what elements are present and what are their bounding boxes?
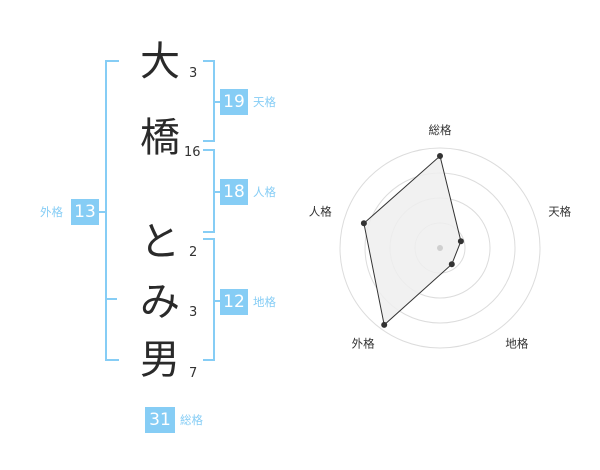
chikaku-value: 12 bbox=[220, 289, 248, 315]
name-char-4: み bbox=[140, 279, 180, 325]
chikaku-label: 地格 bbox=[253, 295, 276, 309]
soukaku-value: 31 bbox=[145, 407, 175, 433]
radar-axis-label-2: 天格 bbox=[548, 205, 571, 219]
stroke-count-1: 3 bbox=[189, 66, 198, 81]
name-char-3: と bbox=[140, 219, 180, 265]
radar-point-1 bbox=[437, 153, 443, 159]
radar-axis-label-3: 地格 bbox=[505, 337, 528, 351]
gaikaku-bracket-join bbox=[105, 298, 117, 300]
gaikaku-value: 13 bbox=[71, 199, 99, 225]
radar-data-area bbox=[363, 155, 462, 326]
name-char-5: 男 bbox=[140, 337, 180, 383]
radar-axis-label-5: 人格 bbox=[309, 205, 332, 219]
chikaku-bracket-pointer bbox=[213, 300, 220, 302]
stroke-count-5: 7 bbox=[189, 366, 198, 381]
tenkaku-value: 19 bbox=[220, 89, 248, 115]
soukaku-label: 総格 bbox=[180, 413, 203, 427]
radar-axis-label-4: 外格 bbox=[352, 337, 375, 351]
jinkaku-bracket-pointer bbox=[213, 191, 220, 193]
jinkaku-value: 18 bbox=[220, 179, 248, 205]
gaikaku-bracket bbox=[105, 60, 119, 361]
stroke-count-3: 2 bbox=[189, 245, 198, 260]
radar-point-5 bbox=[360, 220, 367, 227]
chikaku-bracket bbox=[203, 238, 215, 361]
stroke-count-2: 16 bbox=[184, 145, 201, 160]
radar-point-2 bbox=[457, 238, 464, 245]
name-char-2: 橋 bbox=[140, 115, 180, 161]
gaikaku-label: 外格 bbox=[40, 205, 63, 219]
radar-center-dot bbox=[437, 245, 443, 251]
tenkaku-label: 天格 bbox=[253, 95, 276, 109]
tenkaku-bracket-pointer bbox=[213, 101, 220, 103]
name-char-1: 大 bbox=[140, 39, 180, 85]
radar-axis-label-1: 総格 bbox=[429, 123, 452, 137]
radar-point-4 bbox=[381, 321, 388, 328]
gaikaku-bracket-pointer bbox=[97, 211, 105, 213]
stroke-count-4: 3 bbox=[189, 305, 198, 320]
jinkaku-label: 人格 bbox=[253, 185, 276, 199]
radar-ring-4 bbox=[339, 147, 541, 349]
radar-point-3 bbox=[448, 261, 455, 268]
